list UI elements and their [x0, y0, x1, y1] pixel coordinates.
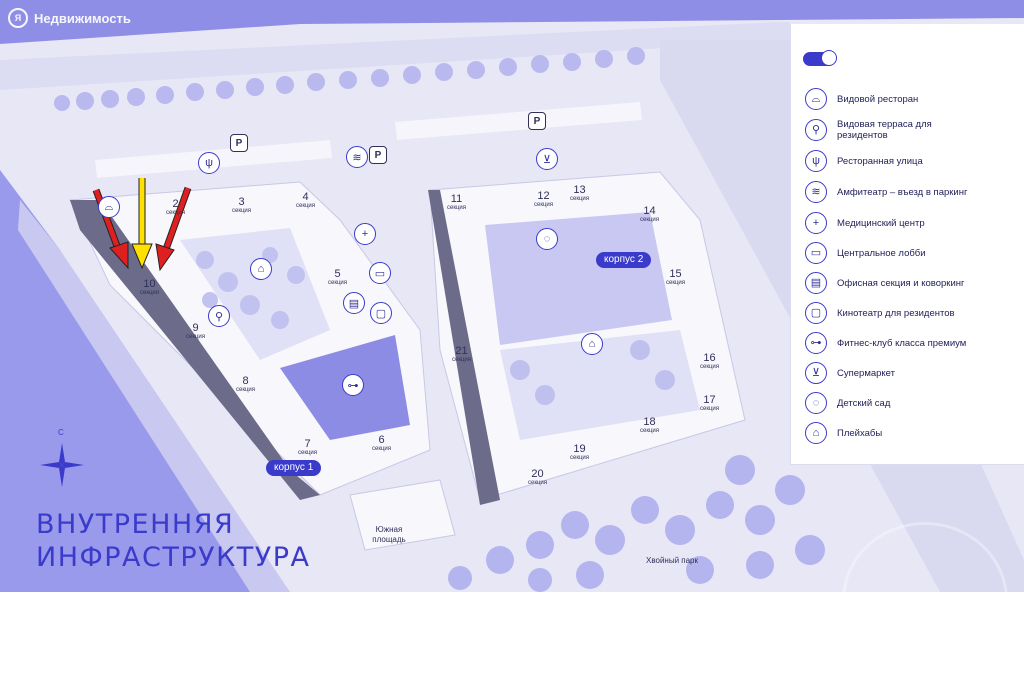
south-square — [349, 479, 456, 551]
restaurant-cloche-icon[interactable]: ⌓ — [98, 196, 120, 218]
courtyard-2-south — [500, 330, 700, 440]
kindergarten-icon: ◌ — [805, 392, 827, 414]
legend-item[interactable]: ⊶Фитнес-клуб класса премиум — [805, 330, 966, 356]
title-line-1: ВНУТРЕННЯЯ — [36, 509, 235, 540]
legend-item[interactable]: +Медицинский центр — [805, 210, 925, 236]
fork-knife-icon: ψ — [805, 150, 827, 172]
pine-park-trees — [448, 455, 825, 592]
dumbbell-icon[interactable]: ⊶ — [342, 374, 364, 396]
building-2-shadow-wall — [428, 190, 500, 505]
road-north — [0, 22, 790, 90]
south-square-label: Южная площадь — [372, 525, 406, 544]
yellow-arrow — [131, 178, 153, 270]
toggle-knob — [821, 50, 837, 66]
legend-item[interactable]: ◌Детский сад — [805, 390, 890, 416]
sofa-icon[interactable]: ▭ — [369, 262, 391, 284]
red-arrow-right — [155, 186, 192, 272]
courtyard-2-trees — [510, 340, 675, 405]
cinema-screen-icon[interactable]: ▢ — [370, 302, 392, 324]
legend-item[interactable]: ▭Центральное лобби — [805, 240, 926, 266]
shopping-basket-icon[interactable]: ⊻ — [536, 148, 558, 170]
playground-slide-icon[interactable]: ⌂ — [581, 333, 603, 355]
office-icon: ▤ — [805, 272, 827, 294]
dumbbell-icon: ⊶ — [805, 332, 827, 354]
compass-label: С — [58, 428, 64, 437]
legend-item[interactable]: ≋Амфитеатр – въезд в паркинг — [805, 179, 967, 205]
building-1-badge[interactable]: корпус 1 — [266, 460, 322, 476]
fon-watermark-seal — [842, 522, 1008, 678]
legend-item[interactable]: ▢Кинотеатр для резидентов — [805, 300, 955, 326]
terrace-icon[interactable]: ⚲ — [208, 305, 230, 327]
compass-rose-icon — [40, 443, 84, 487]
parking-sign-icon: P — [528, 112, 546, 130]
pine-park-label: Хвойный парк — [646, 556, 699, 565]
parking-sign-icon: P — [369, 146, 387, 164]
legend-item[interactable]: ⊻Супермаркет — [805, 360, 895, 386]
legend-item[interactable]: ⌓Видовой ресторан — [805, 86, 918, 112]
medical-cross-icon: + — [805, 212, 827, 234]
legend-item[interactable]: ⚲Видовая терраса для резидентов — [805, 117, 957, 143]
building-1-shadow-wall — [70, 200, 320, 500]
fork-knife-icon[interactable]: ψ — [198, 152, 220, 174]
yandex-logo-icon: Я — [8, 8, 28, 28]
water-top — [0, 0, 1024, 44]
medical-cross-icon[interactable]: + — [354, 223, 376, 245]
title-line-2: ИНФРАСТРУКТУРА — [36, 542, 311, 573]
office-icon[interactable]: ▤ — [343, 292, 365, 314]
playground-slide-icon[interactable]: ⌂ — [250, 258, 272, 280]
legend-panel: ⌓Видовой ресторан ⚲Видовая терраса для р… — [790, 24, 1024, 465]
watermark-text: Недвижимость — [34, 10, 131, 26]
tree-row-north — [54, 47, 645, 111]
cinema-screen-icon: ▢ — [805, 302, 827, 324]
page-title: ВНУТРЕННЯЯ ИНФРАСТРУКТУРА — [36, 508, 310, 574]
amphitheater-icon[interactable]: ≋ — [346, 146, 368, 168]
amphitheater-icon: ≋ — [805, 181, 827, 203]
legend-item[interactable]: ⌂Плейхабы — [805, 420, 882, 446]
playground-slide-icon: ⌂ — [805, 422, 827, 444]
legend-toggle[interactable] — [803, 50, 837, 66]
courtyard-1 — [180, 228, 330, 360]
legend-item[interactable]: ▤Офисная секция и коворкинг — [805, 270, 964, 296]
parking-lot-east — [395, 102, 642, 140]
shopping-basket-icon: ⊻ — [805, 362, 827, 384]
annotation-arrows — [92, 178, 192, 272]
courtyard-2-north — [485, 212, 672, 345]
kindergarten-icon[interactable]: ◌ — [536, 228, 558, 250]
watermark: Я Недвижимость — [8, 8, 131, 28]
sofa-icon: ▭ — [805, 242, 827, 264]
building-2-badge[interactable]: корпус 2 — [596, 252, 652, 268]
shoreline — [18, 200, 290, 592]
terrace-icon: ⚲ — [805, 119, 827, 141]
restaurant-cloche-icon: ⌓ — [805, 88, 827, 110]
courtyard-1-trees — [196, 247, 305, 329]
parking-sign-icon: P — [230, 134, 248, 152]
